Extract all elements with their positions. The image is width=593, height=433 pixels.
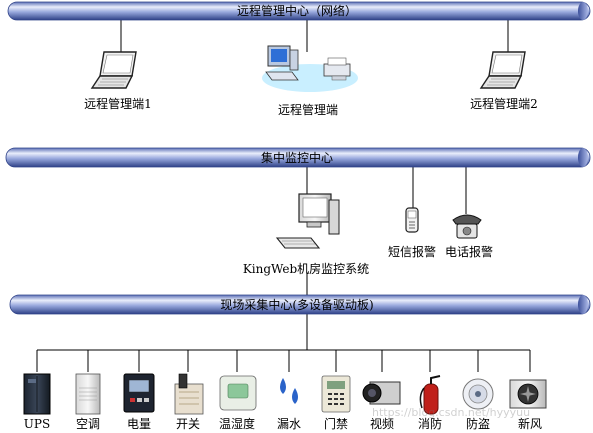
telephone-icon — [452, 214, 482, 239]
bus-central-monitoring — [5, 147, 591, 168]
sms-alarm-label: 短信报警 — [387, 245, 437, 259]
device-label: 温湿度 — [218, 417, 256, 431]
device-label: 电量 — [126, 417, 152, 431]
fire-extinguisher-icon — [419, 375, 441, 415]
mobile-phone-icon — [405, 207, 419, 233]
device-label: 视频 — [369, 417, 395, 431]
remote-client-label-1: 远程管理端1 — [84, 97, 152, 111]
device-label: UPS — [23, 417, 51, 431]
watermark: https://blog.csdn.net/hyyyuu — [372, 406, 531, 419]
video-camera-icon — [362, 381, 401, 405]
device-label: 消防 — [417, 417, 443, 431]
power-meter-icon — [123, 373, 155, 413]
device-label: 门禁 — [323, 417, 349, 431]
device-label: 开关 — [175, 417, 201, 431]
device-label: 空调 — [75, 417, 101, 431]
desktop-computer-icon — [275, 193, 340, 249]
phone-alarm-label: 电话报警 — [444, 245, 494, 259]
fresh-air-fan-icon — [509, 379, 547, 409]
access-control-icon — [321, 375, 351, 413]
water-drops-icon — [280, 378, 298, 404]
workstation-printer-icon — [262, 45, 358, 92]
device-label: 防盗 — [465, 417, 491, 431]
thermo-hygrometer-icon — [219, 375, 257, 411]
bus-label-field-acquisition: 现场采集中心(多设备驱动板) — [220, 298, 374, 312]
central-system-label: KingWeb机房监控系统 — [242, 262, 370, 276]
connector-lines — [36, 20, 531, 372]
motion-sensor-icon — [462, 378, 494, 410]
bus-field-acquisition — [9, 294, 591, 315]
laptop-icon — [479, 51, 526, 89]
bus-remote-center — [7, 1, 591, 21]
remote-client-label-center: 远程管理端 — [277, 103, 339, 117]
device-label: 新风 — [517, 417, 543, 431]
device-label: 漏水 — [276, 417, 302, 431]
laptop-icon — [90, 51, 137, 89]
bus-label-central-monitoring: 集中监控中心 — [260, 151, 334, 165]
air-conditioner-icon — [75, 373, 101, 415]
remote-client-label-2: 远程管理端2 — [470, 97, 538, 111]
ups-cabinet-icon — [23, 373, 51, 415]
bus-label-remote-center: 远程管理中心（网络） — [236, 4, 358, 18]
switch-panel-icon — [174, 373, 204, 415]
